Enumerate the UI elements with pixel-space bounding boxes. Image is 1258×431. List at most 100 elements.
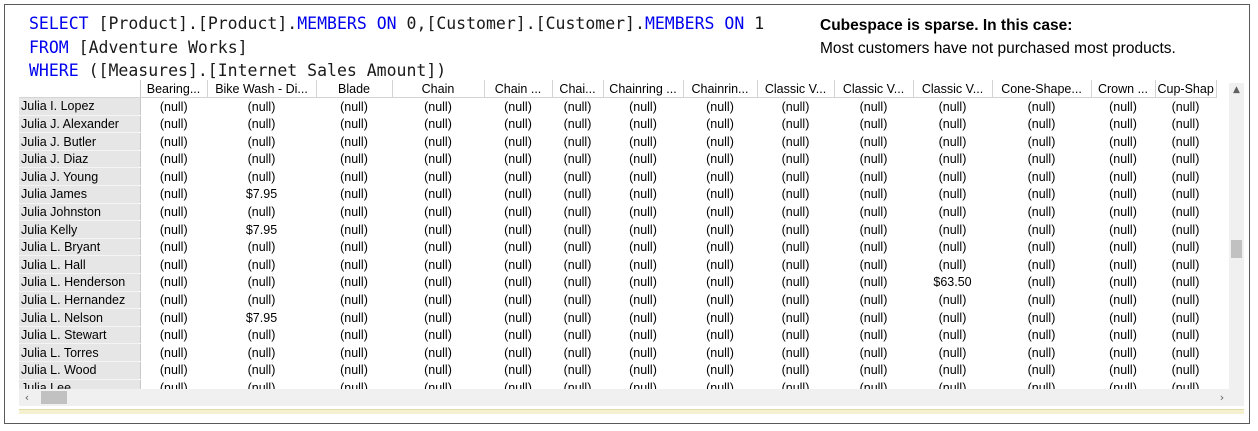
table-cell[interactable]: (null) bbox=[1091, 203, 1155, 221]
table-cell[interactable]: (null) bbox=[140, 309, 207, 327]
table-cell[interactable]: (null) bbox=[316, 221, 392, 239]
table-cell[interactable]: (null) bbox=[316, 98, 392, 116]
table-cell[interactable]: (null) bbox=[992, 344, 1091, 362]
table-cell[interactable]: (null) bbox=[1091, 115, 1155, 133]
table-cell[interactable]: (null) bbox=[1155, 98, 1216, 116]
table-cell[interactable]: (null) bbox=[603, 203, 683, 221]
table-cell[interactable]: (null) bbox=[992, 150, 1091, 168]
table-cell[interactable]: (null) bbox=[757, 133, 834, 151]
table-cell[interactable]: (null) bbox=[1091, 150, 1155, 168]
table-cell[interactable]: (null) bbox=[683, 309, 757, 327]
horizontal-scroll-thumb[interactable] bbox=[41, 391, 67, 404]
column-header[interactable]: Cone-Shape... bbox=[992, 80, 1091, 98]
table-cell[interactable]: (null) bbox=[552, 238, 603, 256]
column-header[interactable]: Chain ... bbox=[484, 80, 552, 98]
table-cell[interactable]: (null) bbox=[757, 186, 834, 204]
table-cell[interactable]: (null) bbox=[207, 326, 316, 344]
table-cell[interactable]: (null) bbox=[316, 362, 392, 380]
table-cell[interactable]: (null) bbox=[207, 150, 316, 168]
table-cell[interactable]: (null) bbox=[913, 168, 992, 186]
table-cell[interactable]: (null) bbox=[1155, 274, 1216, 292]
table-cell[interactable]: (null) bbox=[992, 309, 1091, 327]
table-cell[interactable]: (null) bbox=[834, 291, 913, 309]
table-cell[interactable]: (null) bbox=[484, 168, 552, 186]
row-header[interactable]: Julia L. Bryant bbox=[19, 238, 140, 256]
column-header[interactable]: Blade bbox=[316, 80, 392, 98]
table-cell[interactable]: (null) bbox=[552, 150, 603, 168]
table-cell[interactable]: $63.50 bbox=[913, 274, 992, 292]
table-cell[interactable]: (null) bbox=[484, 326, 552, 344]
table-cell[interactable]: (null) bbox=[552, 291, 603, 309]
row-header[interactable]: Julia L. Torres bbox=[19, 344, 140, 362]
table-cell[interactable]: (null) bbox=[552, 274, 603, 292]
table-cell[interactable]: (null) bbox=[392, 203, 484, 221]
table-cell[interactable]: (null) bbox=[316, 115, 392, 133]
table-cell[interactable]: (null) bbox=[603, 256, 683, 274]
table-cell[interactable]: (null) bbox=[552, 115, 603, 133]
table-cell[interactable]: (null) bbox=[757, 344, 834, 362]
results-grid[interactable]: Bearing...Bike Wash - Di...BladeChainCha… bbox=[19, 80, 1244, 393]
table-cell[interactable]: (null) bbox=[316, 291, 392, 309]
table-cell[interactable]: (null) bbox=[140, 362, 207, 380]
table-cell[interactable]: (null) bbox=[603, 186, 683, 204]
table-cell[interactable]: (null) bbox=[484, 115, 552, 133]
table-cell[interactable]: (null) bbox=[552, 203, 603, 221]
table-cell[interactable]: (null) bbox=[992, 133, 1091, 151]
table-cell[interactable]: (null) bbox=[683, 115, 757, 133]
column-header[interactable]: Classic V... bbox=[834, 80, 913, 98]
table-cell[interactable]: (null) bbox=[1155, 221, 1216, 239]
table-cell[interactable]: (null) bbox=[207, 256, 316, 274]
table-cell[interactable]: (null) bbox=[603, 274, 683, 292]
table-cell[interactable]: (null) bbox=[316, 274, 392, 292]
table-cell[interactable]: (null) bbox=[834, 133, 913, 151]
table-cell[interactable]: (null) bbox=[683, 238, 757, 256]
row-header[interactable]: Julia L. Hernandez bbox=[19, 291, 140, 309]
table-cell[interactable]: (null) bbox=[140, 291, 207, 309]
table-cell[interactable]: (null) bbox=[1155, 309, 1216, 327]
table-cell[interactable]: (null) bbox=[834, 98, 913, 116]
table-cell[interactable]: (null) bbox=[834, 115, 913, 133]
column-header[interactable]: Bearing... bbox=[140, 80, 207, 98]
table-cell[interactable]: (null) bbox=[392, 344, 484, 362]
table-cell[interactable]: (null) bbox=[683, 344, 757, 362]
table-cell[interactable]: (null) bbox=[603, 115, 683, 133]
table-cell[interactable]: (null) bbox=[484, 98, 552, 116]
table-cell[interactable]: (null) bbox=[834, 309, 913, 327]
table-cell[interactable]: (null) bbox=[316, 203, 392, 221]
table-cell[interactable]: (null) bbox=[603, 133, 683, 151]
table-cell[interactable]: (null) bbox=[992, 256, 1091, 274]
table-cell[interactable]: (null) bbox=[392, 238, 484, 256]
column-header[interactable]: Chainring ... bbox=[603, 80, 683, 98]
table-cell[interactable]: (null) bbox=[316, 133, 392, 151]
table-cell[interactable]: (null) bbox=[683, 186, 757, 204]
table-cell[interactable]: (null) bbox=[603, 291, 683, 309]
table-cell[interactable]: (null) bbox=[392, 291, 484, 309]
table-cell[interactable]: (null) bbox=[140, 326, 207, 344]
table-cell[interactable]: (null) bbox=[140, 150, 207, 168]
table-cell[interactable]: (null) bbox=[1155, 133, 1216, 151]
row-header[interactable]: Julia James bbox=[19, 186, 140, 204]
table-cell[interactable]: (null) bbox=[392, 186, 484, 204]
table-cell[interactable]: (null) bbox=[757, 168, 834, 186]
table-cell[interactable]: (null) bbox=[316, 256, 392, 274]
table-cell[interactable]: (null) bbox=[757, 150, 834, 168]
table-cell[interactable]: (null) bbox=[392, 133, 484, 151]
table-cell[interactable]: (null) bbox=[1155, 362, 1216, 380]
table-cell[interactable]: (null) bbox=[683, 221, 757, 239]
table-cell[interactable]: $7.95 bbox=[207, 186, 316, 204]
column-header[interactable]: Crown ... bbox=[1091, 80, 1155, 98]
column-header[interactable]: Chai... bbox=[552, 80, 603, 98]
column-header[interactable]: Classic V... bbox=[757, 80, 834, 98]
row-header[interactable]: Julia Johnston bbox=[19, 203, 140, 221]
table-cell[interactable]: (null) bbox=[913, 186, 992, 204]
table-cell[interactable]: (null) bbox=[1091, 344, 1155, 362]
table-cell[interactable]: (null) bbox=[1091, 186, 1155, 204]
table-cell[interactable]: (null) bbox=[913, 362, 992, 380]
mdx-query-editor[interactable]: SELECT [Product].[Product].MEMBERS ON 0,… bbox=[29, 12, 764, 83]
table-cell[interactable]: (null) bbox=[683, 326, 757, 344]
table-cell[interactable]: (null) bbox=[140, 186, 207, 204]
table-cell[interactable]: (null) bbox=[1091, 291, 1155, 309]
table-cell[interactable]: (null) bbox=[316, 150, 392, 168]
table-cell[interactable]: (null) bbox=[552, 344, 603, 362]
table-cell[interactable]: (null) bbox=[1091, 274, 1155, 292]
